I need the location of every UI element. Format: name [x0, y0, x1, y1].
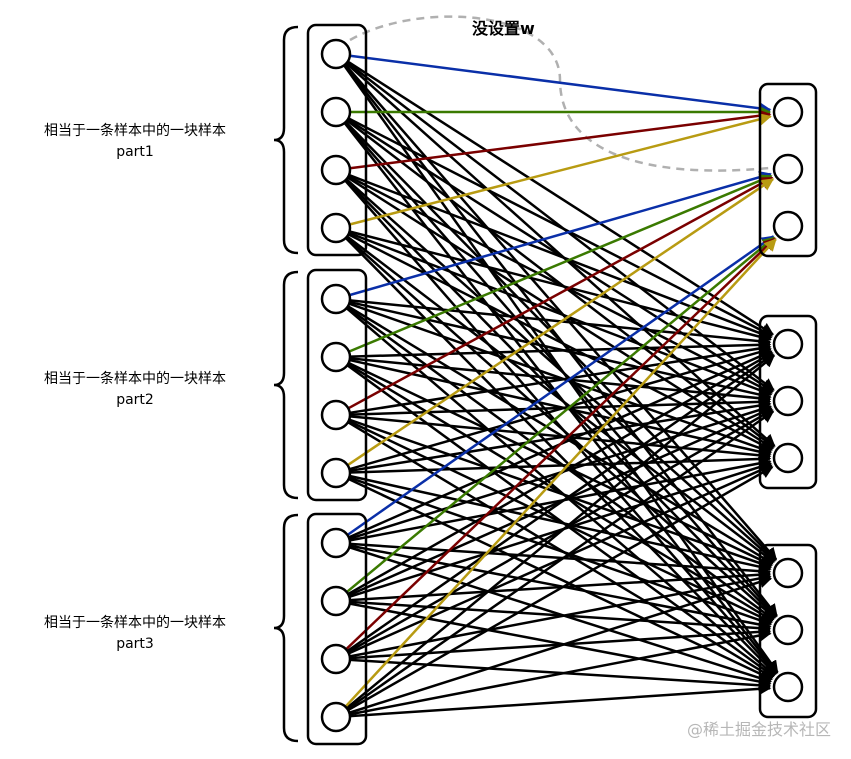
edge-in7-out2: [347, 176, 774, 410]
edge-in8-out2: [346, 178, 775, 467]
part-label-1-line1: 相当于一条样本中的一块样本: [44, 123, 226, 139]
input-node-12: [320, 701, 352, 733]
input-node-6: [320, 341, 352, 373]
edge-in8-out6: [349, 452, 772, 474]
part-label-2: 相当于一条样本中的一块样本 part2: [5, 369, 265, 411]
edge-in3-out1: [349, 109, 772, 170]
input-node-5: [320, 283, 352, 315]
input-node-1: [320, 38, 352, 70]
edge-in8-out7: [349, 474, 772, 573]
input-node-3: [320, 154, 352, 186]
output-group-box-2: [758, 314, 818, 490]
part-label-1-line2: part1: [116, 144, 154, 160]
input-group-box-2: [306, 268, 368, 502]
edge-in7-out7: [348, 418, 773, 570]
edge-in11-out4: [346, 353, 775, 653]
part-label-3-line1: 相当于一条样本中的一块样本: [44, 615, 226, 631]
watermark: @稀土掘金技术社区: [686, 720, 831, 739]
output-node-2: [772, 153, 804, 185]
input-node-2: [320, 96, 352, 128]
part-label-3-line2: part3: [116, 636, 154, 652]
edge-in6-out4: [349, 338, 772, 358]
nodes-layer: [320, 38, 804, 733]
input-node-8: [320, 457, 352, 489]
edge-in1-out4: [347, 60, 774, 336]
edge-in1-out1: [349, 54, 772, 115]
edge-in11-out3: [345, 237, 776, 651]
output-node-6: [772, 442, 804, 474]
output-node-7: [772, 557, 804, 589]
edge-in6-out2: [348, 174, 773, 353]
part-label-3: 相当于一条样本中的一块样本 part3: [5, 613, 265, 655]
output-node-1: [772, 96, 804, 128]
input-node-10: [320, 585, 352, 617]
brace-part2: [273, 270, 299, 500]
edge-in8-out8: [348, 476, 773, 627]
edge-in5-out7: [347, 305, 774, 565]
annotation-dashed-curve: [349, 15, 771, 172]
input-node-9: [320, 527, 352, 559]
part-label-1: 相当于一条样本中的一块样本 part1: [5, 121, 265, 163]
edge-in12-out8: [349, 629, 772, 716]
output-node-3: [772, 210, 804, 242]
edge-in8-out4: [349, 346, 772, 471]
part-label-2-line1: 相当于一条样本中的一块样本: [44, 371, 226, 387]
edge-in10-out3: [345, 236, 776, 594]
edge-in12-out5: [346, 410, 775, 711]
annotation-label: 没设置w: [472, 19, 535, 38]
edge-in2-out4: [347, 117, 774, 337]
input-node-4: [320, 212, 352, 244]
output-node-5: [772, 385, 804, 417]
edge-in4-out6: [347, 233, 774, 451]
input-group-box-3: [306, 512, 368, 746]
input-node-11: [320, 643, 352, 675]
edge-in5-out2: [349, 171, 772, 297]
edges-layer: [343, 54, 779, 718]
output-node-8: [772, 614, 804, 646]
edge-in12-out4: [346, 354, 776, 710]
edge-in10-out7: [349, 568, 772, 602]
edge-in7-out4: [349, 342, 772, 415]
edge-in9-out3: [346, 235, 775, 536]
edge-in11-out7: [349, 572, 772, 658]
edge-in4-out1: [349, 113, 772, 226]
edge-in12-out6: [347, 465, 774, 712]
brace-part3: [273, 513, 299, 743]
edge-in12-out7: [348, 575, 773, 714]
edge-in6-out7: [348, 361, 773, 567]
output-group-box-1: [758, 82, 818, 258]
output-node-4: [772, 328, 804, 360]
input-group-box-1: [306, 23, 368, 257]
output-node-9: [772, 671, 804, 703]
edge-in9-out7: [349, 542, 772, 578]
edge-in12-out3: [344, 238, 777, 708]
part-label-2-line2: part2: [116, 392, 154, 408]
brace-part1: [273, 25, 299, 255]
edge-in12-out9: [349, 682, 772, 718]
input-node-7: [320, 399, 352, 431]
edge-in3-out7: [345, 178, 776, 562]
output-group-box-3: [758, 543, 818, 719]
